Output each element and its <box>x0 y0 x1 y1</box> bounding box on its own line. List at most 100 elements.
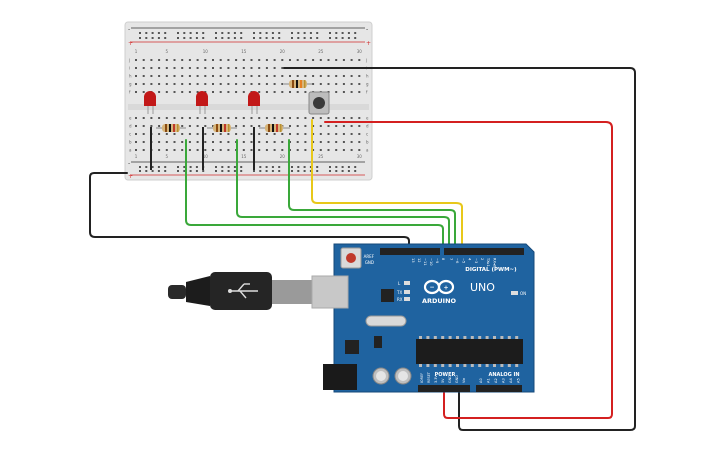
rail-hole <box>347 32 350 34</box>
rail-hole <box>221 37 224 39</box>
breadboard-hole <box>312 83 315 85</box>
breadboard-hole <box>281 133 284 135</box>
row-letter: c <box>366 132 368 137</box>
breadboard-hole <box>242 117 245 119</box>
breadboard-hole <box>212 125 214 127</box>
rail-hole <box>259 37 262 39</box>
wire-black-gnd-left[interactable] <box>89 172 410 247</box>
resistor-4[interactable] <box>284 80 312 88</box>
breadboard-hole <box>312 141 315 143</box>
breadboard-hole <box>196 59 199 61</box>
led-1[interactable] <box>144 91 156 114</box>
power-pin-label: GND <box>448 375 452 383</box>
breadboard-hole <box>342 133 345 135</box>
rail-hole <box>259 32 262 34</box>
row-letter: h <box>129 74 132 79</box>
breadboard-hole <box>142 141 145 143</box>
column-number: 1 <box>135 49 138 54</box>
breadboard-hole <box>358 59 361 61</box>
led-2[interactable] <box>196 91 208 114</box>
usb-chip <box>381 289 394 302</box>
wire-yellow-pin7[interactable] <box>311 119 463 251</box>
breadboard-hole <box>188 91 191 93</box>
usb-jack-on-board <box>311 275 349 309</box>
analog-pin-label: A3 <box>502 378 506 383</box>
breadboard-hole <box>235 59 238 61</box>
breadboard-hole <box>158 117 161 119</box>
chip-pin <box>507 364 511 367</box>
breadboard-hole <box>265 149 268 151</box>
chip-pin <box>515 364 519 367</box>
breadboard-hole <box>281 149 284 151</box>
wire-black-gnd-right[interactable] <box>283 67 636 431</box>
chip-pin <box>478 364 482 367</box>
rail-hole <box>354 37 357 39</box>
breadboard-hole <box>358 125 361 127</box>
rail-hole <box>177 32 179 34</box>
wire-green-pin9[interactable] <box>236 139 450 251</box>
breadboard-hole <box>142 133 145 135</box>
breadboard-hole <box>196 75 199 77</box>
breadboard-hole <box>235 67 238 69</box>
resistor-band <box>276 124 278 132</box>
breadboard-hole <box>342 75 345 77</box>
breadboard-hole <box>204 75 207 77</box>
breadboard-hole <box>196 141 199 143</box>
wire-red-5v[interactable] <box>324 121 613 419</box>
rail-hole <box>309 37 312 39</box>
power-header-label: POWER <box>435 372 456 378</box>
digital-pin-label: ~9 <box>435 258 439 264</box>
breadboard-hole <box>319 83 322 85</box>
breadboard-hole <box>135 91 137 93</box>
breadboard-hole <box>196 149 199 151</box>
reset-button[interactable] <box>346 253 356 263</box>
wire-green-pin10[interactable] <box>185 139 444 251</box>
column-number: 30 <box>357 154 363 159</box>
resistor-band <box>280 124 282 132</box>
rail-hole <box>265 166 268 168</box>
rail-hole <box>253 170 255 172</box>
column-number: 20 <box>280 49 286 54</box>
led-3[interactable] <box>248 91 260 114</box>
breadboard-hole <box>235 75 238 77</box>
rx-label: RX <box>397 297 403 302</box>
breadboard-hole <box>219 59 222 61</box>
pushbutton[interactable] <box>308 91 330 115</box>
rail-hole <box>183 32 186 34</box>
power-jack <box>323 364 357 390</box>
usb-symbol <box>230 283 258 299</box>
wire-green-pin8[interactable] <box>288 139 456 251</box>
rail-hole <box>233 37 236 39</box>
rail-hole <box>221 166 224 168</box>
breadboard-hole <box>227 133 230 135</box>
l-label: L <box>398 281 401 286</box>
breadboard-hole <box>312 133 315 135</box>
breadboard-hole <box>165 67 168 69</box>
breadboard-hole <box>212 117 214 119</box>
breadboard-hole <box>273 67 276 69</box>
breadboard-hole <box>304 59 307 61</box>
resistor-band <box>165 124 167 132</box>
breadboard-hole <box>188 117 191 119</box>
breadboard-hole <box>165 141 168 143</box>
breadboard-hole <box>196 133 199 135</box>
breadboard-hole <box>212 83 214 85</box>
resistor-2[interactable] <box>207 124 237 132</box>
rail-hole <box>195 166 198 168</box>
resistor-3[interactable] <box>259 124 290 132</box>
rail-hole <box>177 166 179 168</box>
breadboard-hole <box>258 83 261 85</box>
resistor-1[interactable] <box>156 124 186 132</box>
rail-hole <box>253 32 255 34</box>
breadboard-hole <box>342 125 345 127</box>
logo-loop-right <box>437 279 455 295</box>
breadboard-hole <box>235 117 238 119</box>
breadboard-hole <box>219 133 222 135</box>
rail-hole <box>253 37 255 39</box>
breadboard-hole <box>142 59 145 61</box>
breadboard-hole <box>150 67 153 69</box>
breadboard-hole <box>273 149 276 151</box>
breadboard-hole <box>350 133 353 135</box>
